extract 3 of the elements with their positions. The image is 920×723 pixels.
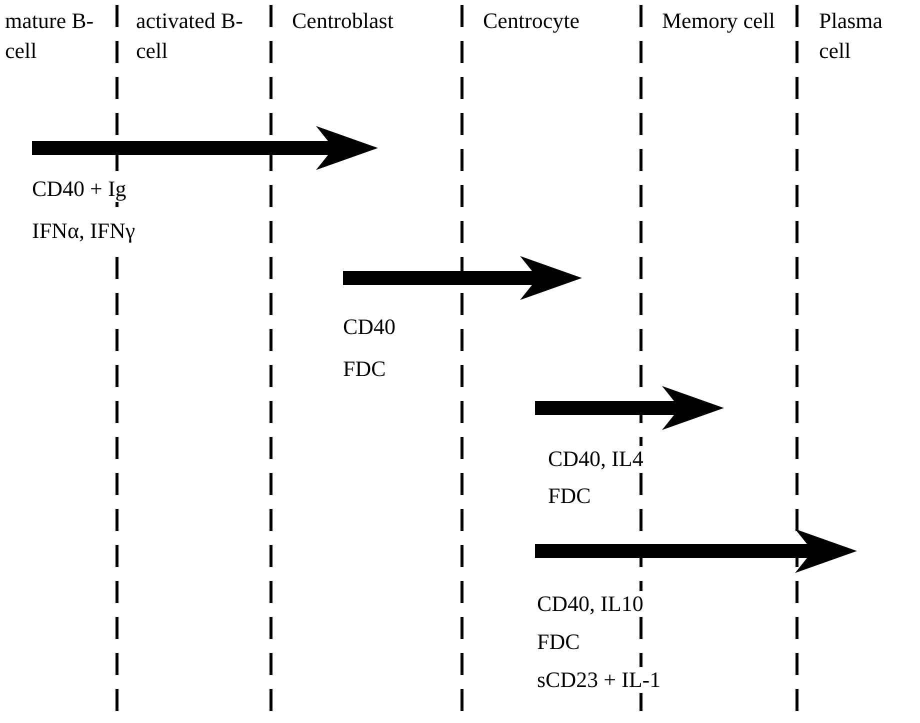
stimulus-label: IFNα, IFNγ xyxy=(30,218,138,244)
stimulus-label: CD40, IL4 xyxy=(546,446,646,472)
stimulus-label: CD40, IL10 xyxy=(535,591,646,617)
